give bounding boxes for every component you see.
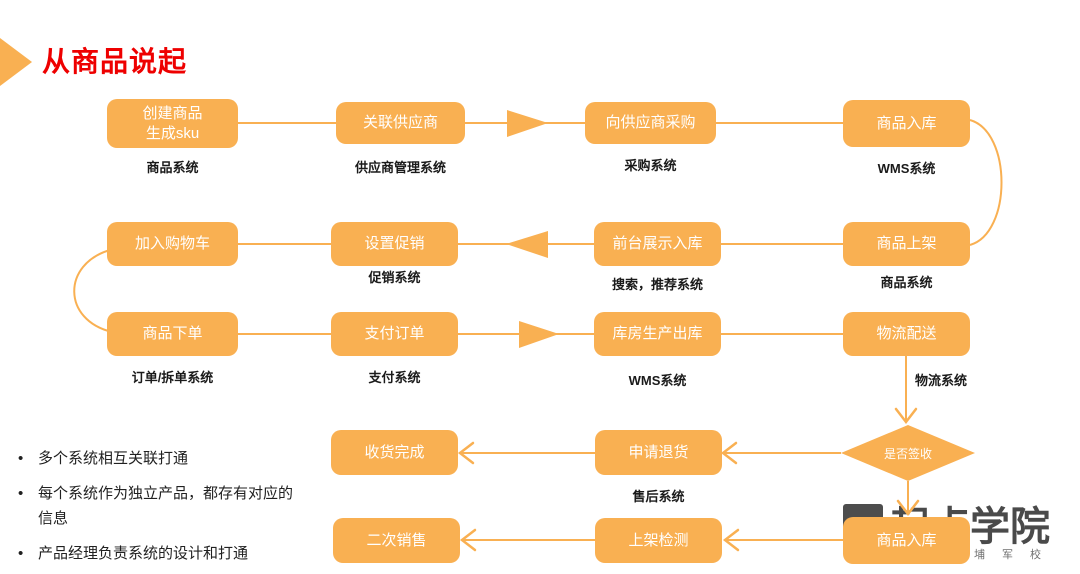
node-label: 向供应商采购 bbox=[605, 114, 696, 132]
flow-node-frontend-display: 前台展示入库 bbox=[594, 222, 721, 266]
solid-arrowheads bbox=[506, 110, 559, 348]
flow-node-warehouse-outbound: 库房生产出库 bbox=[594, 312, 721, 356]
node-label: 申请退货 bbox=[628, 443, 689, 461]
qidian-logo-tagline: 埔军校 bbox=[974, 549, 1058, 561]
node-label: 前台展示入库 bbox=[612, 235, 703, 253]
note-item: • 产品经理负责系统的设计和打通 bbox=[14, 541, 296, 567]
corner-triangle-icon bbox=[0, 38, 32, 86]
system-label-supplier-mgmt: 供应商管理系统 bbox=[354, 160, 446, 175]
connector-arc-left bbox=[73, 249, 113, 333]
arrow-left-icon bbox=[457, 441, 475, 465]
note-item: • 多个系统相互关联打通 bbox=[14, 446, 296, 472]
arrow-down-icon bbox=[896, 499, 920, 517]
connector-lines bbox=[73, 119, 1003, 541]
arrow-left-icon bbox=[720, 441, 738, 465]
note-item: • 每个系统作为独立产品，都存有对应的信息 bbox=[14, 481, 296, 532]
node-label: 创建商品 bbox=[142, 105, 203, 122]
node-label: 关联供应商 bbox=[362, 114, 438, 132]
system-label-promotion: 促销系统 bbox=[368, 270, 421, 285]
node-label: 设置促销 bbox=[364, 235, 425, 253]
flow-node-place-order: 商品下单 bbox=[107, 312, 238, 356]
flow-node-add-to-cart: 加入购物车 bbox=[107, 222, 238, 266]
node-label: 加入购物车 bbox=[134, 235, 210, 253]
flow-node-link-supplier: 关联供应商 bbox=[336, 102, 465, 144]
node-label: 商品下单 bbox=[142, 325, 203, 343]
chevron-arrowheads bbox=[457, 407, 920, 552]
arrow-right-icon bbox=[507, 110, 548, 137]
flow-node-create-product: 创建商品 生成sku bbox=[107, 99, 238, 148]
system-label-order-split: 订单/拆单系统 bbox=[131, 370, 214, 385]
bullet-icon: • bbox=[18, 484, 24, 502]
system-label-purchase: 采购系统 bbox=[624, 158, 677, 173]
node-label: 收货完成 bbox=[364, 443, 425, 461]
node-label: 库房生产出库 bbox=[612, 325, 703, 343]
flow-node-pay-order: 支付订单 bbox=[331, 312, 458, 356]
node-label: 二次销售 bbox=[366, 531, 427, 549]
flow-node-request-return: 申请退货 bbox=[595, 430, 722, 475]
note-text: 每个系统作为独立产品，都存有对应的信息 bbox=[38, 484, 294, 528]
arrow-down-icon bbox=[894, 407, 918, 425]
node-label: 是否签收 bbox=[883, 446, 932, 461]
flow-node-goods-inbound-2: 商品入库 bbox=[843, 517, 970, 564]
node-label: 商品入库 bbox=[876, 531, 937, 549]
arrow-left-icon bbox=[722, 528, 740, 552]
system-label-wms-2: WMS系统 bbox=[628, 373, 687, 388]
system-label-payment: 支付系统 bbox=[368, 370, 421, 385]
page-title: 从商品说起 bbox=[42, 46, 188, 77]
arrow-left-icon bbox=[459, 528, 477, 552]
system-label-wms-1: WMS系统 bbox=[877, 161, 936, 176]
system-label-product-2: 商品系统 bbox=[880, 275, 933, 290]
connector-arc-right bbox=[969, 119, 1003, 246]
node-label: 上架检测 bbox=[628, 531, 689, 549]
flow-node-resale: 二次销售 bbox=[333, 518, 460, 563]
node-label: 商品入库 bbox=[876, 114, 937, 132]
arrow-right-icon bbox=[519, 321, 559, 348]
node-label: 支付订单 bbox=[364, 325, 425, 343]
system-label-aftersale: 售后系统 bbox=[632, 489, 685, 504]
node-label: 生成sku bbox=[145, 124, 200, 142]
node-label: 商品上架 bbox=[876, 235, 937, 253]
flow-node-receipt-complete: 收货完成 bbox=[331, 430, 458, 475]
flow-node-onshelf-check: 上架检测 bbox=[595, 518, 722, 563]
flow-node-goods-inbound: 商品入库 bbox=[843, 100, 970, 147]
arrow-left-icon bbox=[506, 231, 548, 258]
system-label-product: 商品系统 bbox=[146, 160, 199, 175]
note-text: 产品经理负责系统的设计和打通 bbox=[38, 544, 249, 562]
flow-node-logistics-delivery: 物流配送 bbox=[843, 312, 970, 356]
notes-list: • 多个系统相互关联打通 • 每个系统作为独立产品，都存有对应的信息 • 产品经… bbox=[14, 446, 354, 574]
bullet-icon: • bbox=[18, 544, 24, 562]
node-label: 物流配送 bbox=[876, 325, 937, 343]
system-label-logistics: 物流系统 bbox=[915, 373, 968, 388]
flow-node-set-promotion: 设置促销 bbox=[331, 222, 458, 266]
note-text: 多个系统相互关联打通 bbox=[38, 450, 189, 467]
bullet-icon: • bbox=[18, 450, 24, 467]
system-label-search-recommend: 搜索，推荐系统 bbox=[611, 277, 703, 292]
flow-node-purchase: 向供应商采购 bbox=[585, 102, 716, 144]
flow-node-goods-onshelf: 商品上架 bbox=[843, 222, 970, 266]
